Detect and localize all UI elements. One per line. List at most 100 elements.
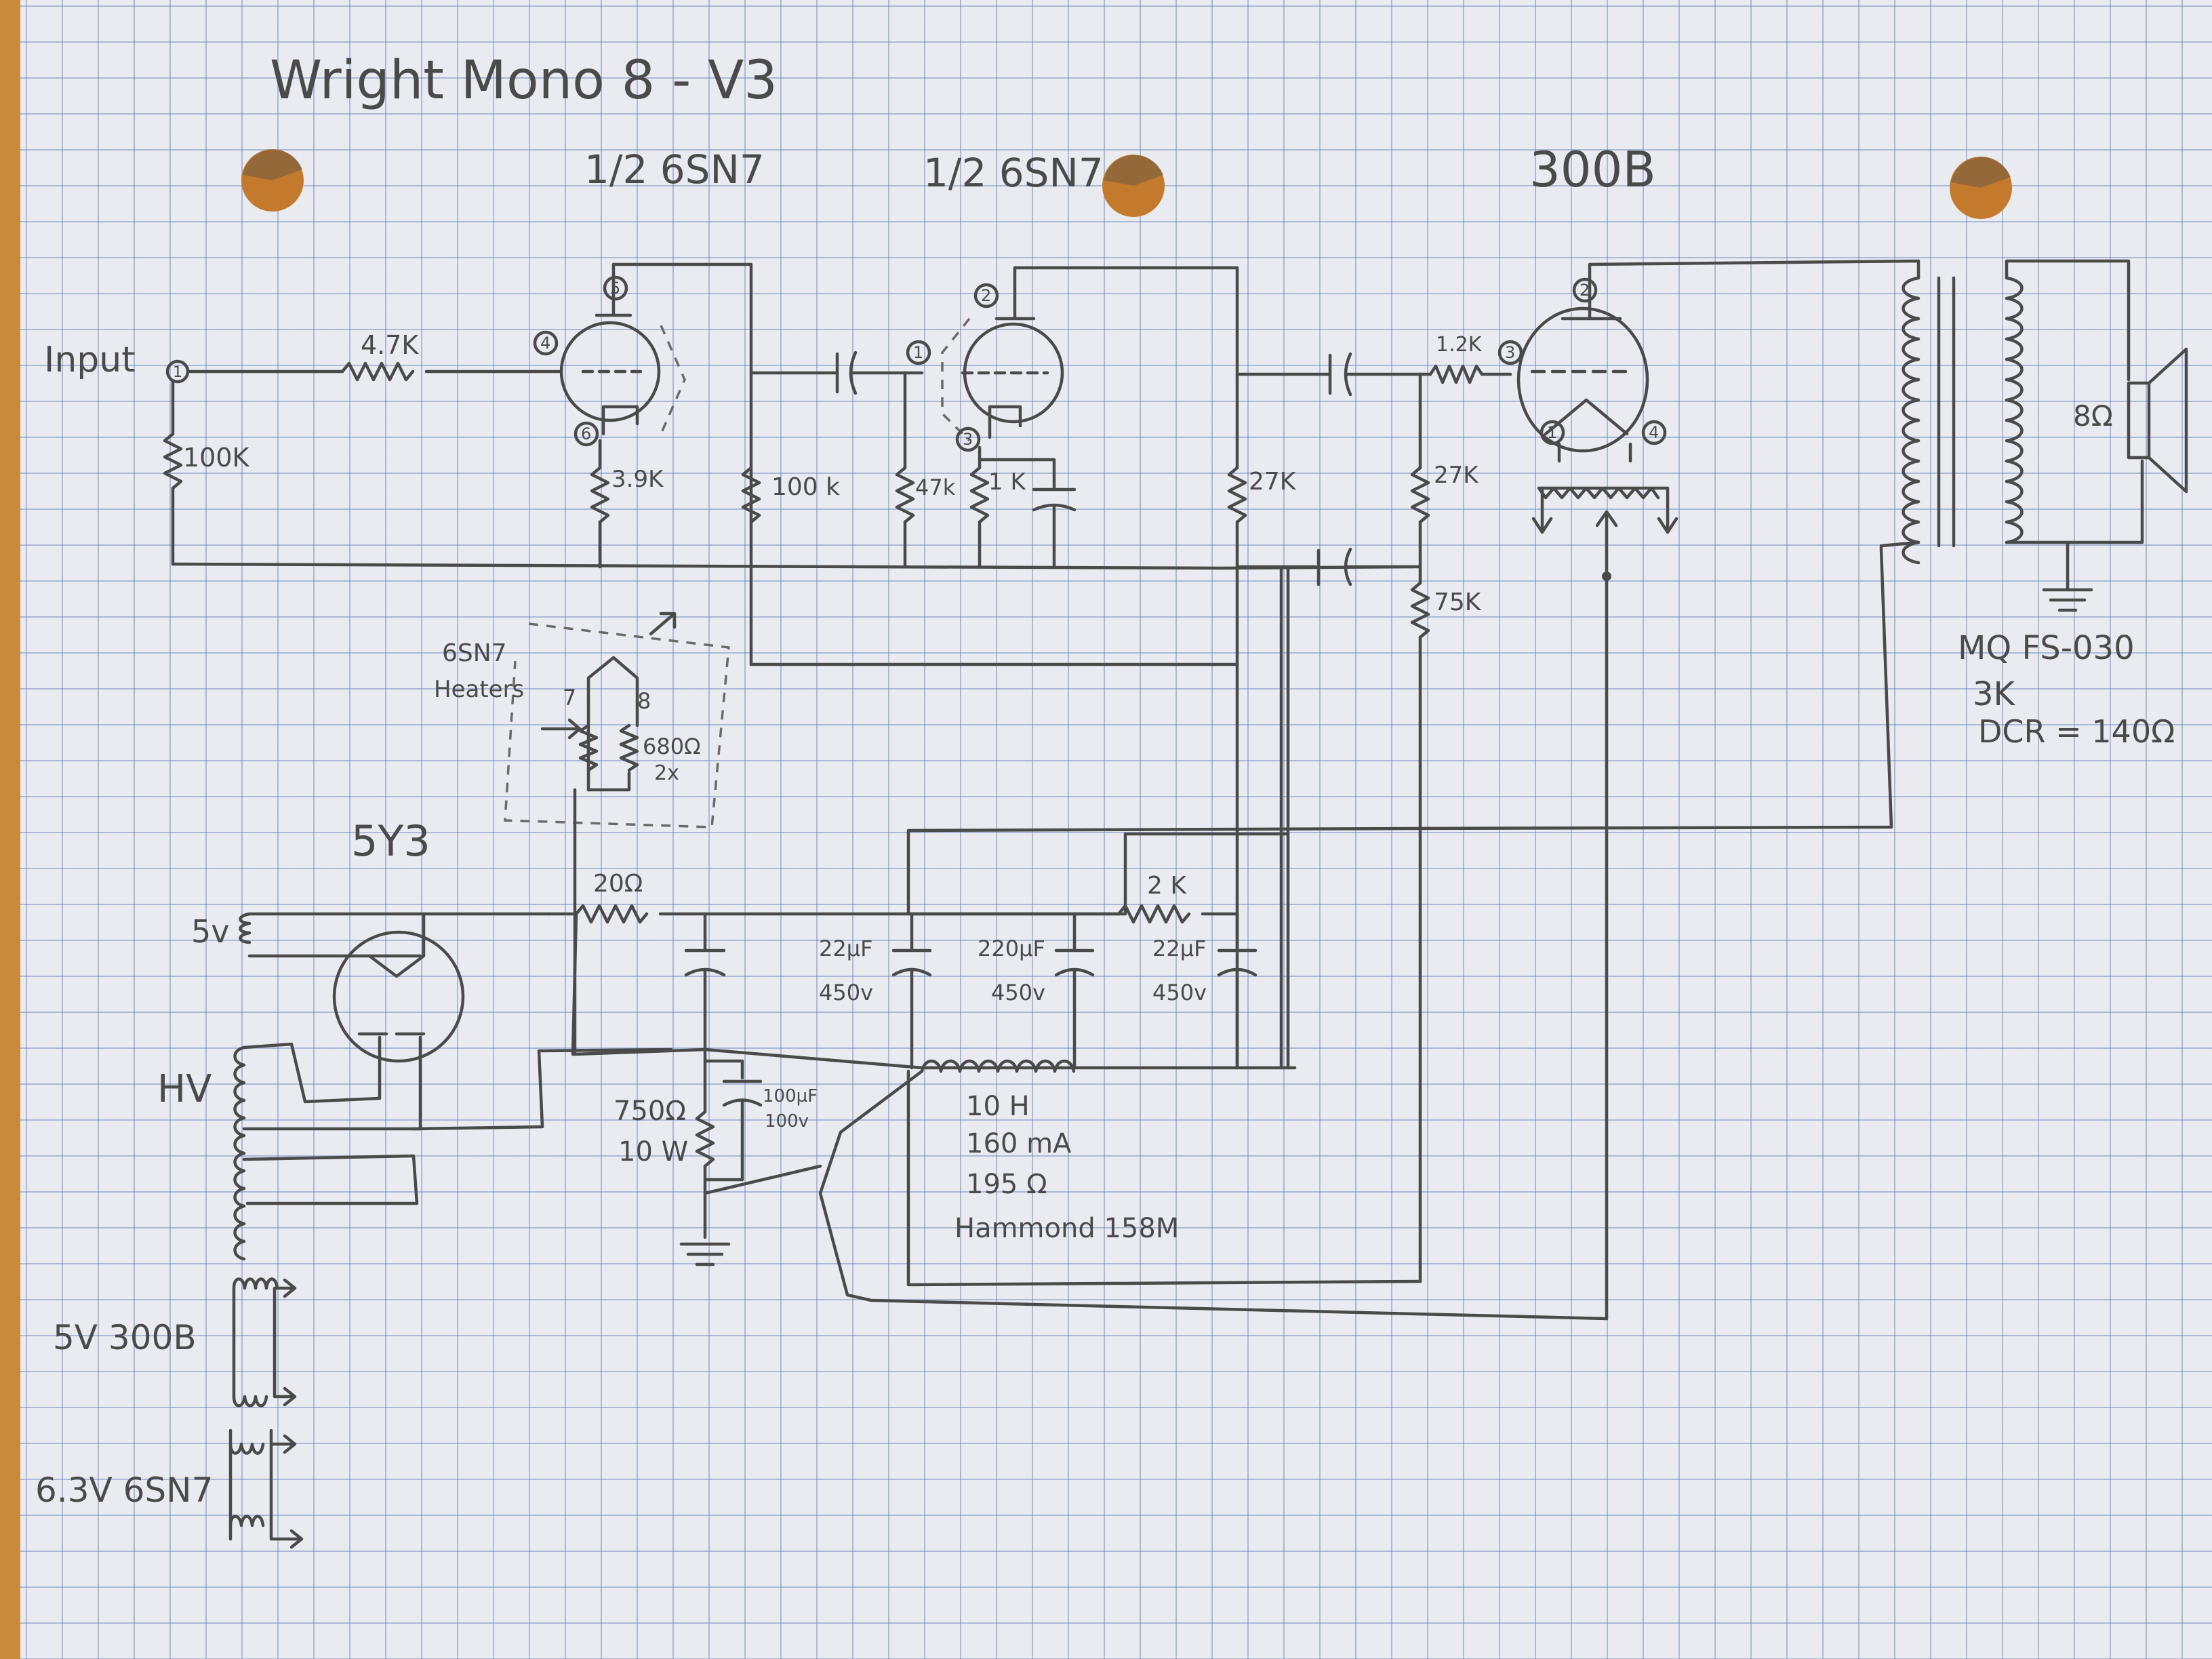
v2-grid-leak-value: 47k bbox=[915, 475, 956, 500]
hum-balance-pot bbox=[1537, 486, 1670, 500]
v2-cathode-resistor bbox=[969, 466, 990, 524]
v3-bias-divider-value: 75K bbox=[1434, 588, 1482, 616]
driver-stage-tube-label: 1/2 6SN7 bbox=[923, 150, 1104, 196]
filter-cap-3-voltage: 450v bbox=[1152, 980, 1207, 1005]
chassis-ground-icon bbox=[679, 1242, 731, 1266]
choke-current: 160 mA bbox=[966, 1128, 1072, 1159]
v2-grid-leak-resistor bbox=[895, 466, 915, 524]
v1-input-triode bbox=[559, 262, 686, 436]
choke-part: Hammond 158M bbox=[954, 1213, 1179, 1244]
heater-filament bbox=[586, 656, 639, 704]
v3-grid-leak-value: 27K bbox=[1434, 462, 1479, 489]
heater-6sn7-winding bbox=[228, 1428, 304, 1549]
hv-winding-label: HV bbox=[157, 1067, 212, 1111]
v2-plate-load-resistor bbox=[1227, 466, 1247, 524]
filter-cap-2-voltage: 450v bbox=[991, 980, 1045, 1005]
v1-grid-pin-number: 4 bbox=[540, 334, 550, 353]
coupling-cap-2 bbox=[1328, 352, 1352, 397]
opt-secondary-winding bbox=[2005, 276, 2024, 544]
hv-winding bbox=[233, 1045, 246, 1261]
v1-plate-load-resistor bbox=[741, 466, 761, 524]
v1-plate-pin-number: 5 bbox=[610, 279, 620, 298]
v1-cathode-pin-number: 6 bbox=[581, 424, 591, 443]
heater-6sn7-winding-label: 6.3V 6SN7 bbox=[35, 1471, 213, 1510]
v2-grid-pin bbox=[906, 340, 931, 365]
speaker-icon bbox=[2127, 347, 2188, 494]
filter-cap-2-value: 220µF bbox=[978, 936, 1045, 961]
bypass-cap-value: 100µF bbox=[763, 1086, 818, 1106]
grid-stopper-1-value: 4.7K bbox=[361, 330, 419, 360]
v3-plate-pin-number: 2 bbox=[1580, 281, 1590, 300]
heater-block-label-1: 6SN7 bbox=[442, 639, 507, 667]
choke-dcr: 195 Ω bbox=[966, 1169, 1047, 1200]
heater-block-label-2: Heaters bbox=[434, 676, 524, 703]
filter-cap-1-voltage: 450v bbox=[819, 980, 873, 1005]
v2-cathode-bypass-cap bbox=[1032, 487, 1077, 512]
cathode-bypass-cap-100uf bbox=[722, 1079, 763, 1107]
choke-inductance: 10 H bbox=[966, 1091, 1030, 1122]
v3-bias-divider-resistor bbox=[1410, 581, 1430, 639]
v3-filament-pin-4 bbox=[1641, 420, 1667, 445]
v3-grid-pin-number: 3 bbox=[1505, 343, 1515, 362]
input-pin-number: 1 bbox=[173, 364, 182, 381]
ground-icon bbox=[2042, 540, 2093, 612]
v3-300b-tube bbox=[1516, 283, 1649, 453]
v3-grid-pin bbox=[1497, 340, 1523, 365]
opt-primary-winding bbox=[1902, 276, 1921, 565]
v3-filament-pin-1 bbox=[1540, 420, 1565, 445]
heater-300b-winding-label: 5V 300B bbox=[53, 1318, 197, 1357]
v2-cathode-pin-number: 3 bbox=[963, 430, 973, 449]
v3-plate-pin bbox=[1572, 277, 1598, 303]
cathode-ground-bus bbox=[171, 562, 1415, 570]
opt-dcr: DCR = 140Ω bbox=[1978, 713, 2175, 750]
filter-cap-3-value: 22µF bbox=[1152, 936, 1206, 961]
coupling-cap-1 bbox=[835, 351, 858, 395]
filter-resistor-20ohm-value: 20Ω bbox=[593, 870, 643, 898]
v1-cathode-resistor-value: 3.9K bbox=[611, 466, 664, 493]
speaker-impedance: 8Ω bbox=[2073, 399, 2113, 433]
filter-choke bbox=[920, 1059, 1076, 1073]
heater-block-outline bbox=[504, 622, 730, 828]
v2-plate-load-value: 27K bbox=[1249, 468, 1297, 496]
v2-plate-pin-number: 2 bbox=[981, 286, 991, 305]
v1-plate-pin bbox=[603, 275, 628, 301]
v3-grid-stopper-resistor bbox=[1428, 364, 1484, 384]
v3-filament-pin-1-number: 1 bbox=[1547, 423, 1557, 442]
heater-dropper-value: 680Ω bbox=[643, 734, 701, 759]
opt-part: MQ FS-030 bbox=[1958, 629, 2135, 667]
v2-grid-pin-number: 1 bbox=[913, 343, 923, 362]
binder-holes bbox=[241, 149, 2012, 219]
v1-cathode-pin bbox=[574, 421, 599, 447]
v3-grid-stopper-value: 1.2K bbox=[1436, 333, 1483, 357]
v2-cathode-resistor-value: 1 K bbox=[988, 468, 1026, 496]
v2-driver-triode bbox=[941, 266, 1064, 442]
rect-heater-winding bbox=[239, 912, 252, 944]
v3-filament-pin-4-number: 4 bbox=[1649, 423, 1659, 442]
heater-pin-7: 7 bbox=[563, 685, 576, 711]
coupling-cap-3 bbox=[1316, 547, 1352, 586]
rect-heater-winding-label: 5v bbox=[191, 913, 230, 950]
filter-resistor-2k bbox=[1117, 904, 1191, 924]
v2-cathode-pin bbox=[955, 426, 981, 452]
input-grid-leak-resistor bbox=[163, 432, 183, 490]
opt-primary-impedance: 3K bbox=[1973, 675, 2016, 713]
heater-pin-8: 8 bbox=[637, 688, 651, 714]
grid-stopper-resistor-1 bbox=[340, 361, 415, 382]
filter-resistor-20ohm bbox=[574, 904, 649, 924]
v2-plate-pin bbox=[973, 283, 999, 308]
input-label: Input bbox=[44, 340, 136, 380]
filter-cap-1-value: 22µF bbox=[819, 936, 872, 961]
rectifier-tube-label: 5Y3 bbox=[351, 816, 430, 866]
page-title: Wright Mono 8 - V3 bbox=[270, 50, 778, 111]
v1-plate-load-value: 100 k bbox=[771, 473, 840, 501]
bleeder-resistor-power: 10 W bbox=[618, 1136, 688, 1167]
v1-cathode-resistor bbox=[590, 466, 610, 524]
bypass-cap-voltage: 100v bbox=[765, 1111, 809, 1132]
v3-grid-leak-resistor bbox=[1410, 466, 1430, 524]
input-stage-tube-label: 1/2 6SN7 bbox=[584, 146, 765, 193]
output-tube-label: 300B bbox=[1529, 141, 1656, 198]
heater-dropper-resistor bbox=[578, 723, 599, 772]
v1-grid-pin bbox=[533, 330, 559, 356]
bleeder-resistor bbox=[695, 1110, 715, 1168]
heater-300b-winding bbox=[232, 1277, 297, 1407]
